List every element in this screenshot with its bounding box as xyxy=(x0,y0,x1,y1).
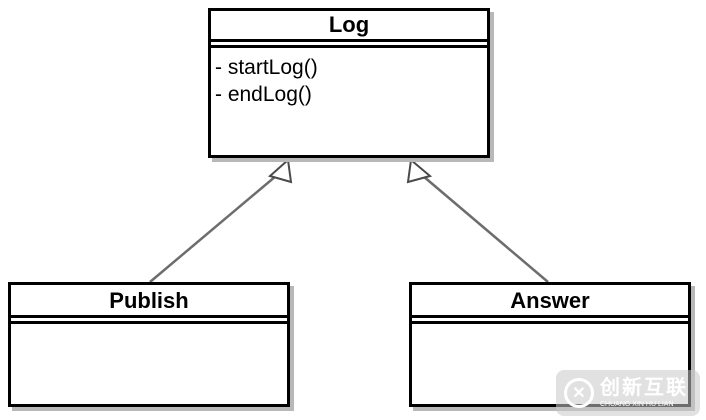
answer-generalization-arrowhead xyxy=(406,158,433,184)
log-class-separator xyxy=(211,39,487,48)
watermark-pinyin: CHUANG XIN HU LIAN xyxy=(600,401,674,408)
watermark-logo-icon: ✕ xyxy=(564,378,594,408)
publish-class: Publish xyxy=(8,282,290,407)
publish-class-name: Publish xyxy=(109,288,189,313)
answer-class-name: Answer xyxy=(510,288,590,313)
watermark-text: 创新互联 CHUANG XIN HU LIAN xyxy=(600,378,688,408)
publish-generalization-arrowhead xyxy=(267,158,293,184)
answer-class: Answer xyxy=(409,282,691,407)
publish-to-log-line xyxy=(149,175,277,283)
watermark: ✕ 创新互联 CHUANG XIN HU LIAN xyxy=(556,370,700,416)
answer-class-separator xyxy=(412,315,688,324)
answer-to-log-line xyxy=(422,175,549,283)
watermark-chinese: 创新互联 xyxy=(600,377,688,399)
log-class-operations: - startLog() - endLog() xyxy=(211,48,487,108)
log-operation-end: - endLog() xyxy=(215,83,312,106)
log-class-name: Log xyxy=(328,12,370,37)
publish-class-separator xyxy=(11,315,287,324)
log-operation-start: - startLog() xyxy=(215,56,318,79)
log-class: Log - startLog() - endLog() xyxy=(208,8,490,158)
